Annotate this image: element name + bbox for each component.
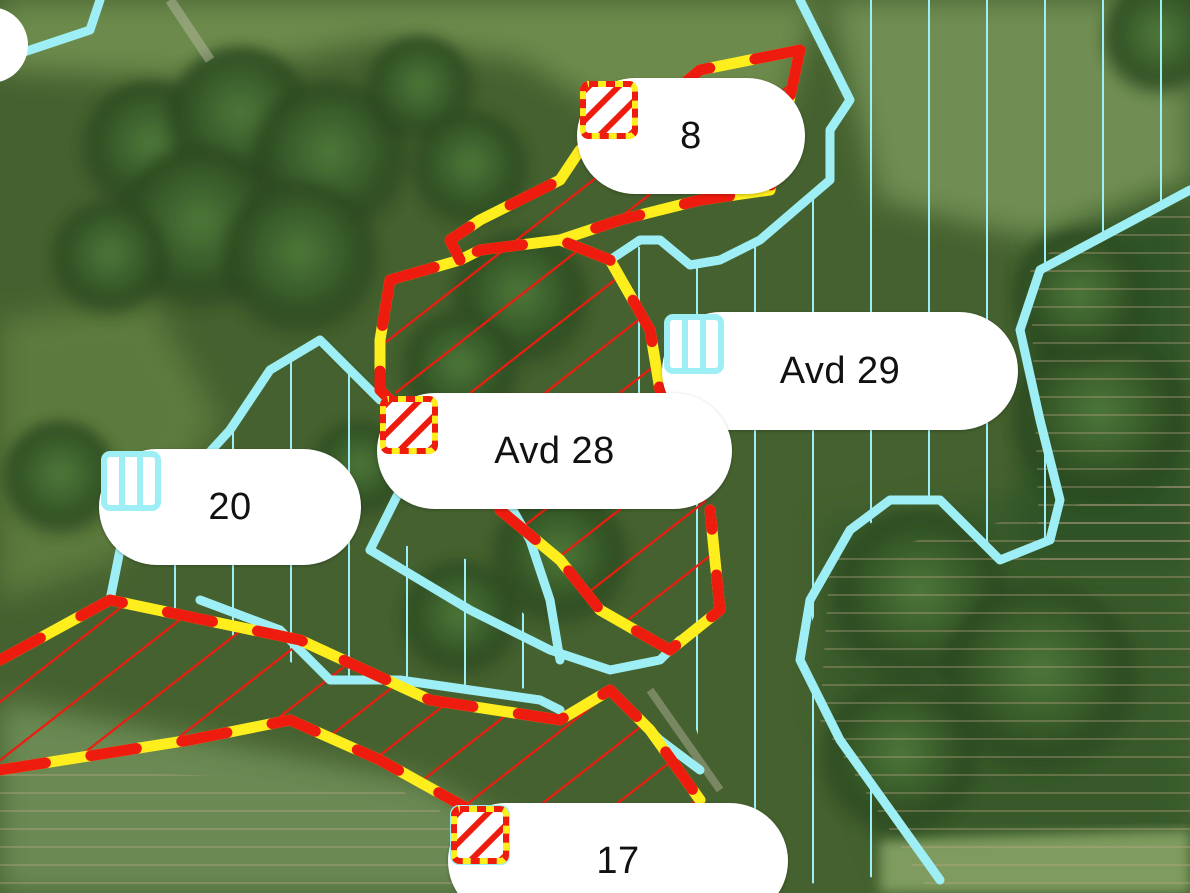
stand-number: 8 [680,114,702,157]
vertical-stripes-icon [664,314,724,374]
offscreen-marker[interactable] [0,7,28,83]
stand-label-avd-29[interactable]: Avd 29 [662,312,1018,430]
stand-label-17[interactable]: 17 [448,803,788,893]
stand-number: 20 [208,485,252,528]
stand-label-avd-28[interactable]: Avd 28 [377,393,732,509]
red-hatched-icon [451,806,509,864]
red-hatched-icon [380,396,438,454]
vertical-stripes-icon [101,451,161,511]
stand-number: Avd 29 [779,349,901,392]
stand-number: Avd 28 [494,429,615,472]
stand-label-20[interactable]: 20 [99,449,361,565]
stand-number: 17 [596,839,640,882]
stand-label-8[interactable]: 8 [577,78,805,194]
red-hatched-icon [580,81,638,139]
